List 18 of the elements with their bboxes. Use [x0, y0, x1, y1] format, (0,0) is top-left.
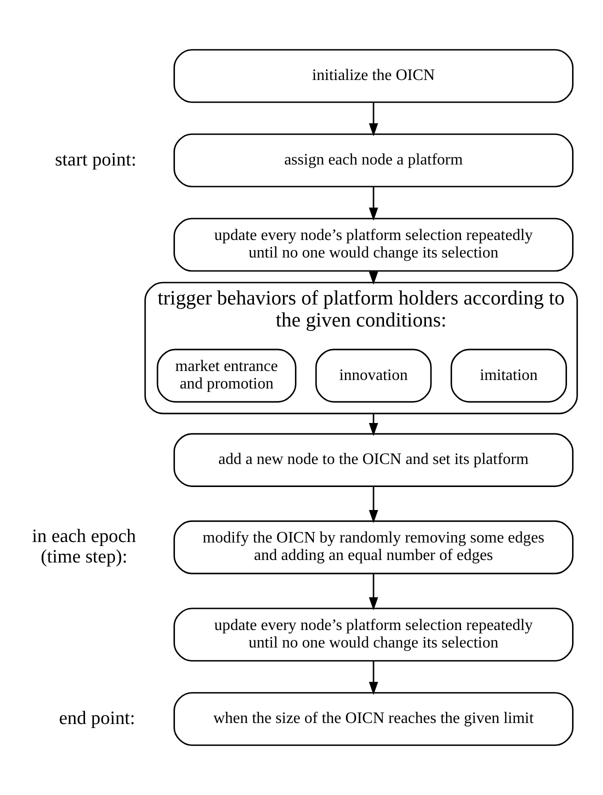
node-box: assign each node a platform: [173, 133, 574, 188]
arrow: [368, 660, 378, 696]
arrow: [368, 414, 378, 436]
arrow: [368, 574, 378, 610]
arrow: [368, 102, 378, 136]
label: end point:: [59, 708, 136, 729]
node-box: imitation: [450, 348, 567, 403]
arrow: [368, 186, 378, 221]
node-box: market entrance and promotion: [156, 348, 296, 403]
arrow: [368, 486, 378, 524]
label: in each epoch (time step):: [32, 526, 136, 568]
node-box: when the size of the OICN reaches the given limit: [173, 692, 574, 746]
node-box: innovation: [315, 348, 432, 403]
node-box: update every node’s platform selection repeatedly until no one would change its selection: [173, 608, 574, 662]
node-box: initialize the OICN: [173, 49, 574, 103]
label: start point:: [54, 149, 136, 170]
node-box: modify the OICN by randomly removing some edges and adding an equal number of edges: [173, 520, 574, 574]
node-box: add a new node to the OICN and set its platform: [173, 433, 574, 487]
